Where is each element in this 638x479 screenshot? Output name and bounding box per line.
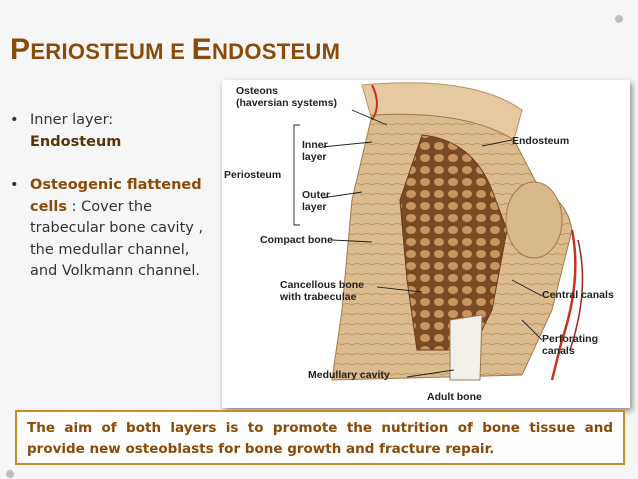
bullet-list: • Inner layer: Endosteum • Osteogenic fl… xyxy=(8,110,218,305)
bullet-item-inner-layer: • Inner layer: Endosteum xyxy=(8,110,218,153)
bullet-item-osteogenic: • Osteogenic flattened cells : Cover the… xyxy=(8,175,218,283)
title-word-2: ndosteum xyxy=(211,39,341,64)
label-inner-layer-2: layer xyxy=(302,151,327,163)
bullet-rest: : Cover the trabecular bone cavity , the… xyxy=(30,198,204,280)
bullet-highlight: Osteogenic flattened cells xyxy=(30,177,202,215)
label-compact-bone: Compact bone xyxy=(260,234,333,246)
bullet-highlight: Endosteum xyxy=(30,133,122,150)
label-cancellous-2: with trabeculae xyxy=(280,291,357,303)
label-outer-layer-2: layer xyxy=(302,201,327,213)
summary-box: The aim of both layers is to promote the… xyxy=(15,410,625,465)
label-inner-layer-1: Inner xyxy=(302,139,328,151)
bullet-prefix: Inner layer: xyxy=(30,112,114,128)
bullet-marker: • xyxy=(10,177,19,193)
label-osteons: Osteons xyxy=(236,85,279,97)
summary-text: The aim of both layers is to promote the… xyxy=(27,420,613,457)
bone-figure: Osteons (haversian systems) Inner layer … xyxy=(222,80,630,408)
label-haversian: (haversian systems) xyxy=(236,97,337,109)
bullet-marker: • xyxy=(10,112,19,128)
label-perforating-2: canals xyxy=(542,345,575,357)
label-central-canals: Central canals xyxy=(542,289,614,301)
bone-illustration xyxy=(293,82,584,381)
decor-dot-top xyxy=(615,15,623,23)
title-word-1: eriosteum xyxy=(30,39,164,64)
label-perforating-1: Perforating xyxy=(542,333,599,345)
title-initial-2: E xyxy=(191,33,212,66)
title-initial-1: P xyxy=(10,33,31,66)
title-connector: e xyxy=(170,39,186,64)
slide-title: Periosteum e Endosteum xyxy=(10,30,610,70)
label-endosteum: Endosteum xyxy=(512,135,570,147)
label-medullary-cavity: Medullary cavity xyxy=(308,369,390,381)
decor-dot-left xyxy=(6,470,14,478)
label-outer-layer-1: Outer xyxy=(302,189,331,201)
label-adult-bone: Adult bone xyxy=(427,391,482,403)
label-periosteum: Periosteum xyxy=(224,169,282,181)
label-cancellous-1: Cancellous bone xyxy=(280,279,365,291)
